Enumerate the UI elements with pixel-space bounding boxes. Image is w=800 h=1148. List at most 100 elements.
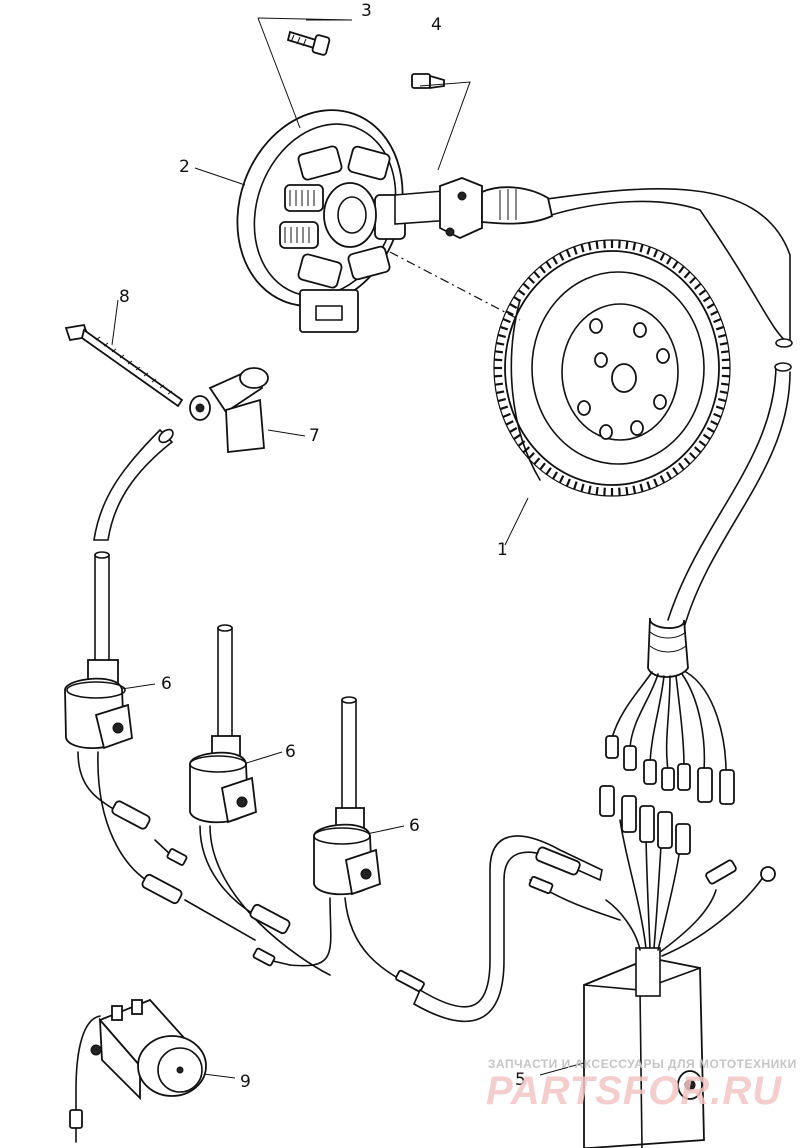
gear-tooth (497, 333, 506, 338)
gear-tooth (625, 486, 629, 496)
gear-tooth (710, 310, 719, 316)
watermark-tagline: ЗАПЧАСТИ И АКСЕССУАРЫ ДЛЯ МОТОТЕХНИКИ (488, 1057, 797, 1071)
callout-stator-screw: 3 (361, 1, 372, 21)
ignition-coil-3 (313, 696, 381, 896)
gear-tooth (653, 478, 659, 487)
gear-tooth (653, 249, 659, 258)
gear-tooth (558, 475, 565, 484)
gear-tooth (509, 427, 518, 433)
gear-tooth (672, 260, 679, 269)
gear-tooth (497, 398, 506, 403)
gear-tooth (502, 317, 511, 324)
gear-tooth (683, 271, 691, 279)
gear-tooth (499, 405, 509, 411)
bullet-connectors (111, 800, 425, 993)
gear-tooth (646, 481, 651, 490)
gear-tooth (573, 246, 578, 255)
callout-cdi-box: 5 (515, 1070, 526, 1090)
gear-tooth (721, 358, 730, 362)
gear-tooth (632, 242, 637, 251)
gear-tooth (683, 457, 691, 465)
stator-coils (279, 145, 406, 289)
cable-tie (64, 323, 184, 408)
gear-tooth (625, 240, 629, 250)
gear-tooth (689, 276, 697, 284)
gear-tooth (632, 485, 637, 494)
gear-tooth (666, 471, 672, 480)
gear-tooth (545, 260, 552, 269)
callout-bolt: 4 (431, 15, 442, 35)
gear-tooth (587, 485, 592, 494)
gear-tooth (496, 390, 505, 395)
starter-relay (69, 998, 207, 1143)
cdi-box (412, 785, 776, 1148)
gear-tooth (715, 325, 725, 331)
bolt (411, 73, 445, 90)
gear-tooth (693, 446, 702, 454)
gear-tooth (718, 398, 727, 403)
gear-tooth (715, 405, 725, 411)
gear-tooth (646, 246, 651, 255)
gear-tooth (698, 440, 707, 447)
gear-tooth (713, 317, 722, 324)
gear-tooth (494, 358, 503, 362)
gear-tooth (565, 478, 571, 487)
gear-tooth (527, 276, 535, 284)
gear-tooth (672, 467, 679, 476)
callout-labels: 1 2 3 4 5 6 6 6 7 8 9 (119, 1, 526, 1092)
gear-tooth (558, 252, 565, 261)
gear-tooth (517, 289, 526, 296)
gear-tooth (720, 382, 730, 386)
ignition-coil-1 (64, 659, 133, 750)
gear-tooth (713, 412, 722, 419)
gear-tooth (499, 325, 509, 331)
stator-assembly (236, 109, 554, 333)
gear-tooth (496, 341, 505, 346)
gear-tooth (505, 420, 514, 426)
gear-tooth (719, 341, 728, 346)
flywheel-bolt-holes (577, 318, 670, 440)
watermark-brand: PARTSFOR.RU (486, 1069, 782, 1113)
callout-starter-relay: 9 (240, 1072, 251, 1092)
gear-tooth (693, 282, 702, 290)
callout-ignition-coil-2: 6 (285, 742, 296, 762)
gear-tooth (603, 240, 606, 249)
gear-tooth (706, 427, 715, 433)
gear-tooth (580, 483, 585, 492)
gear-tooth (718, 333, 727, 338)
gear-tooth (522, 282, 531, 290)
callout-ignition-coil-1: 6 (161, 674, 172, 694)
gear-tooth (527, 452, 535, 460)
callout-cable-tie: 8 (119, 287, 130, 307)
callout-ignition-coil-3: 6 (409, 816, 420, 836)
ignition-coil-2 (189, 624, 257, 824)
gear-tooth (565, 249, 571, 258)
gear-tooth (552, 256, 558, 265)
gear-tooth (539, 462, 546, 471)
gear-tooth (494, 382, 504, 386)
callout-flywheel: 1 (497, 540, 508, 560)
gear-tooth (666, 256, 672, 265)
gear-tooth (595, 240, 599, 250)
gear-tooth (505, 310, 514, 316)
gear-tooth (533, 271, 541, 279)
gear-tooth (502, 412, 511, 419)
gear-tooth (545, 467, 552, 476)
watermark: ЗАПЧАСТИ И АКСЕССУАРЫ ДЛЯ МОТОТЕХНИКИ PA… (486, 1057, 797, 1113)
gear-tooth (689, 452, 697, 460)
gear-tooth (494, 350, 504, 354)
gear-tooth (659, 252, 666, 261)
flywheel (493, 239, 731, 497)
flywheel-ring-gear-teeth (494, 240, 730, 496)
main-harness-cable (538, 188, 793, 629)
gear-tooth (533, 457, 541, 465)
gear-tooth (580, 244, 585, 253)
gear-tooth (603, 487, 606, 496)
gear-tooth (678, 265, 685, 274)
gear-tooth (720, 350, 730, 354)
gear-tooth (702, 295, 711, 303)
high-tension-lead (93, 428, 174, 666)
gear-tooth (721, 374, 730, 378)
